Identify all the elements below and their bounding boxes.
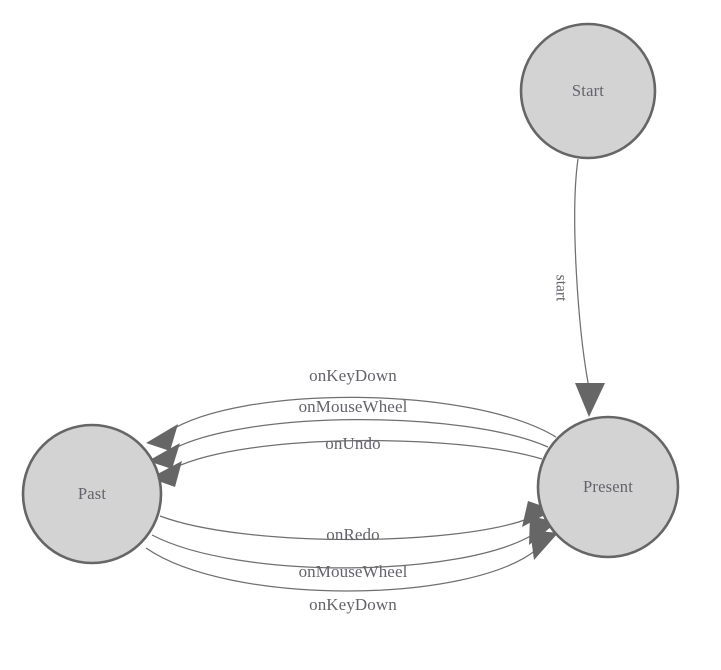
arrowhead-past-present-3 <box>530 530 558 560</box>
edge-label-start: start <box>552 275 569 302</box>
edge-label-past-present-onredo: onRedo <box>326 525 379 544</box>
edge-start-present-path <box>574 158 590 389</box>
edge-present-past-onkeydown[interactable] <box>146 396 557 451</box>
node-start-label: Start <box>572 81 604 100</box>
edge-start-present[interactable] <box>574 158 605 417</box>
edge-label-present-past-onmousewheel: onMouseWheel <box>299 397 408 416</box>
edge-present-past-2-path <box>170 419 549 451</box>
node-past-label: Past <box>78 484 107 503</box>
edge-past-present-1-path <box>159 515 531 541</box>
edge-present-past-1-path <box>167 396 557 438</box>
node-start-circle <box>519 22 657 160</box>
edge-label-present-past-onundo: onUndo <box>325 434 380 453</box>
node-present-circle <box>536 415 680 559</box>
arrowhead-present-past-2 <box>148 443 180 469</box>
edge-label-present-past-onkeydown: onKeyDown <box>309 366 397 385</box>
edge-past-present-onkeydown[interactable] <box>145 530 558 592</box>
arrowhead-start-present <box>575 383 605 417</box>
node-past[interactable]: Past <box>21 423 163 565</box>
node-present-label: Present <box>583 477 633 496</box>
edge-past-present-3-path <box>145 547 537 592</box>
node-start[interactable]: Start <box>519 22 657 160</box>
edge-present-past-onmousewheel[interactable] <box>148 419 549 469</box>
edge-label-past-present-onmousewheel: onMouseWheel <box>299 562 408 581</box>
edge-present-past-3-path <box>173 439 543 469</box>
node-past-circle <box>21 423 163 565</box>
edge-label-past-present-onkeydown: onKeyDown <box>309 595 397 614</box>
node-present[interactable]: Present <box>536 415 680 559</box>
arrowhead-present-past-1 <box>146 424 178 451</box>
edge-past-present-2-path <box>151 533 535 569</box>
